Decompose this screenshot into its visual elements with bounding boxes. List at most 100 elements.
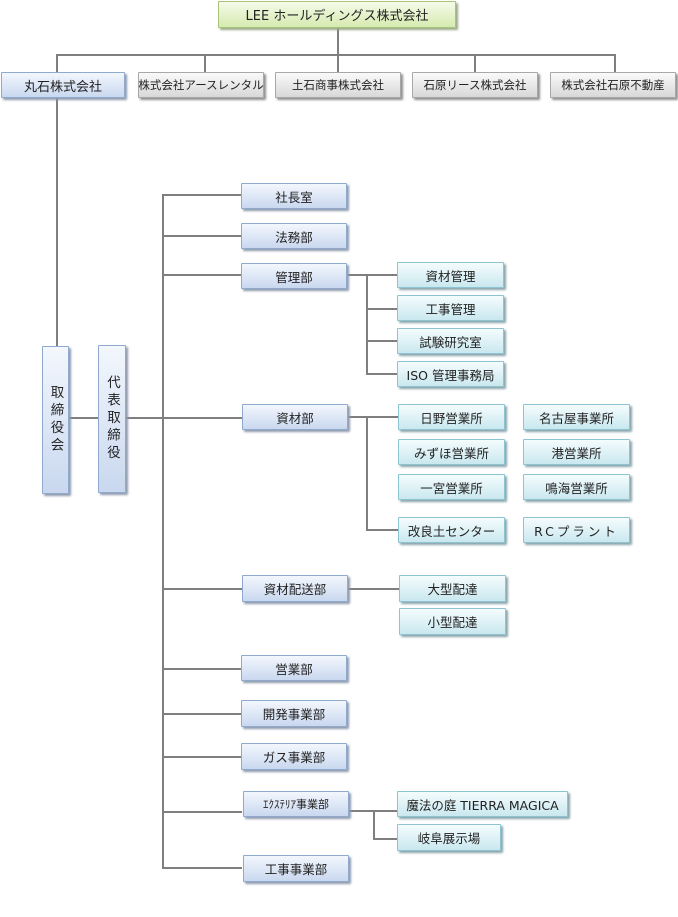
connector — [366, 308, 398, 310]
connector — [348, 416, 398, 418]
connector — [474, 54, 476, 72]
connector — [56, 54, 58, 72]
office-label: 日野営業所 — [420, 410, 483, 426]
root-company-label: LEE ホールディングス株式会社 — [245, 9, 429, 24]
connector — [56, 54, 616, 56]
department-label: 資材配送部 — [263, 582, 327, 597]
department-label: 管理部 — [275, 269, 313, 285]
board-of-directors-box[interactable]: 取締役会 — [42, 346, 69, 494]
connector — [373, 838, 398, 840]
office-label: 鳴海営業所 — [545, 480, 608, 496]
department-label: 社長室 — [275, 189, 313, 205]
connector — [162, 235, 242, 237]
department-construction[interactable]: 工事事業部 — [243, 855, 349, 882]
connector — [337, 54, 339, 72]
connector — [162, 756, 242, 758]
department-sales[interactable]: 営業部 — [241, 655, 347, 681]
section-iso-office[interactable]: ISO 管理事務局 — [397, 361, 504, 387]
department-materials[interactable]: 資材部 — [242, 404, 348, 430]
subsidiary-label: 株式会社アースレンタル — [138, 78, 264, 92]
connector — [68, 417, 98, 419]
connector — [337, 27, 339, 55]
department-administration[interactable]: 管理部 — [241, 263, 347, 289]
subsidiary-label: 株式会社石原不動産 — [561, 78, 665, 92]
department-label: 工事事業部 — [264, 862, 328, 877]
connector — [366, 373, 398, 375]
department-exterior[interactable]: ｴｸｽﾃﾘｱ事業部 — [243, 791, 349, 817]
connector — [162, 588, 242, 590]
department-legal[interactable]: 法務部 — [241, 223, 347, 249]
department-label: 営業部 — [275, 661, 313, 677]
office-rc-plant[interactable]: RCプラント — [523, 517, 630, 543]
subsidiary-ishihara-fudosan[interactable]: 株式会社石原不動産 — [550, 72, 676, 98]
connector — [162, 867, 242, 869]
connector — [162, 417, 242, 419]
connector — [366, 529, 398, 531]
subsidiary-maruishi[interactable]: 丸石株式会社 — [1, 72, 125, 98]
connector — [162, 668, 242, 670]
exterior-label: 岐阜展示場 — [417, 831, 481, 846]
connector — [348, 274, 398, 276]
office-narumi[interactable]: 鳴海営業所 — [523, 474, 630, 500]
office-minato[interactable]: 港営業所 — [523, 439, 630, 465]
office-soil-center[interactable]: 改良土センター — [398, 517, 505, 543]
office-label: みずほ営業所 — [413, 445, 489, 461]
subsidiary-ishihara-lease[interactable]: 石原リース株式会社 — [412, 72, 538, 98]
office-mizuho[interactable]: みずほ営業所 — [398, 439, 505, 465]
connector — [204, 54, 206, 72]
connector — [366, 340, 398, 342]
connector — [162, 811, 242, 813]
subsidiary-label: 土石商事株式会社 — [292, 78, 384, 92]
department-development[interactable]: 開発事業部 — [241, 700, 347, 727]
office-hino[interactable]: 日野営業所 — [398, 404, 505, 430]
connector — [162, 194, 164, 868]
connector — [614, 54, 616, 72]
department-label: ガス事業部 — [262, 750, 326, 765]
root-company-box[interactable]: LEE ホールディングス株式会社 — [218, 1, 456, 28]
subsidiary-label: 丸石株式会社 — [23, 79, 102, 95]
office-label: 名古屋事業所 — [538, 410, 614, 426]
subsidiary-label: 石原リース株式会社 — [423, 78, 527, 92]
delivery-large[interactable]: 大型配達 — [399, 575, 506, 602]
exterior-tierra-magica[interactable]: 魔法の庭 TIERRA MAGICA — [397, 791, 568, 817]
department-label: 資材部 — [276, 410, 314, 426]
connector — [162, 713, 242, 715]
connector — [366, 274, 368, 374]
department-president-office[interactable]: 社長室 — [241, 183, 347, 209]
exterior-label: 魔法の庭 TIERRA MAGICA — [406, 797, 559, 813]
delivery-small[interactable]: 小型配達 — [399, 608, 506, 635]
section-label: 工事管理 — [425, 301, 476, 317]
connector — [56, 98, 58, 346]
section-materials-management[interactable]: 資材管理 — [397, 262, 504, 288]
office-label: 一宮営業所 — [420, 480, 483, 496]
connector — [162, 194, 242, 196]
office-ichinomiya[interactable]: 一宮営業所 — [398, 474, 505, 500]
department-materials-delivery[interactable]: 資材配送部 — [242, 575, 348, 602]
representative-director-box[interactable]: 代表取締役 — [98, 345, 126, 493]
department-label: 開発事業部 — [262, 707, 326, 722]
office-label: RCプラント — [534, 523, 619, 539]
office-label: 港営業所 — [551, 445, 602, 461]
connector — [348, 588, 400, 590]
connector — [373, 810, 375, 839]
subsidiary-doseki-shoji[interactable]: 土石商事株式会社 — [275, 72, 401, 98]
connector — [366, 416, 368, 530]
department-gas[interactable]: ガス事業部 — [241, 743, 347, 770]
connector — [162, 274, 242, 276]
office-nagoya[interactable]: 名古屋事業所 — [523, 404, 630, 430]
representative-label: 代表取締役 — [104, 375, 120, 463]
office-label: 改良土センター — [407, 523, 496, 539]
section-label: 試験研究室 — [419, 334, 482, 350]
exterior-gifu-showroom[interactable]: 岐阜展示場 — [397, 824, 501, 851]
board-label: 取締役会 — [47, 385, 64, 455]
delivery-label: 大型配達 — [427, 582, 478, 597]
section-label: ISO 管理事務局 — [406, 367, 495, 383]
section-construction-management[interactable]: 工事管理 — [397, 295, 504, 321]
department-label: 法務部 — [275, 229, 313, 245]
department-label: ｴｸｽﾃﾘｱ事業部 — [263, 798, 329, 811]
connector — [126, 417, 164, 419]
subsidiary-earth-rental[interactable]: 株式会社アースレンタル — [138, 72, 264, 98]
section-testing-lab[interactable]: 試験研究室 — [397, 328, 504, 354]
section-label: 資材管理 — [425, 268, 476, 284]
delivery-label: 小型配達 — [427, 615, 478, 630]
